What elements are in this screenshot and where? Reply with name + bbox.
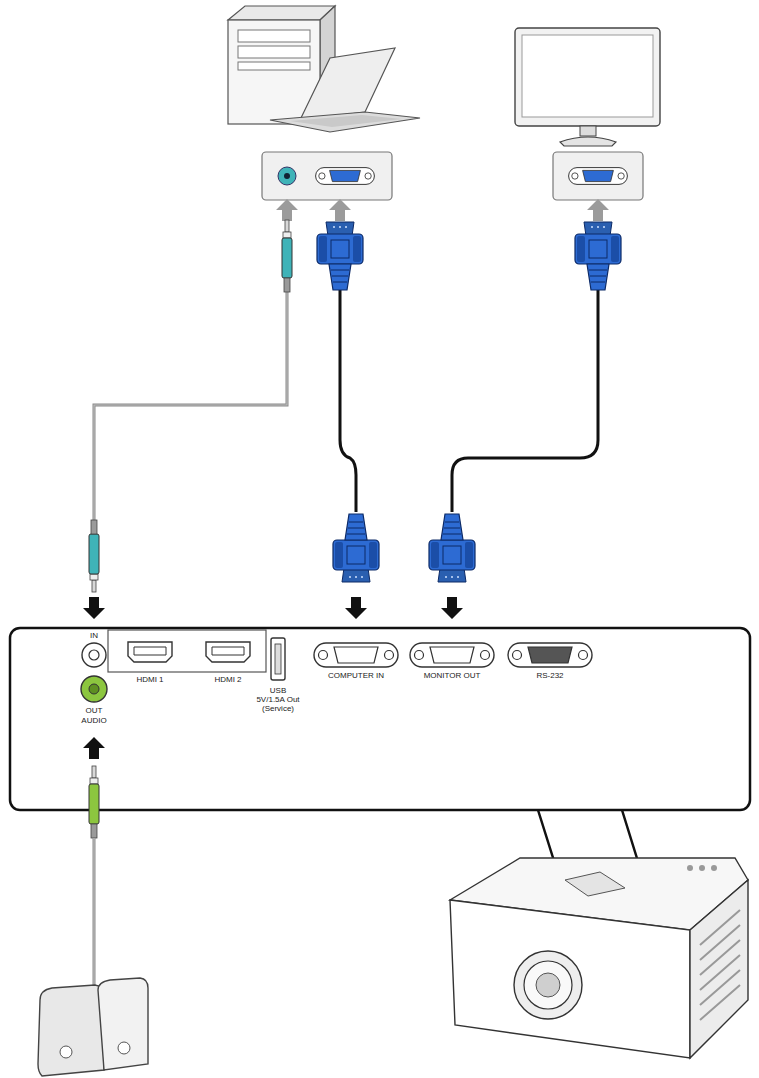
- port-label: MONITOR OUT: [424, 671, 481, 680]
- port-label: COMPUTER IN: [328, 671, 384, 680]
- port-label: USB 5V/1.5A Out (Service): [255, 686, 301, 713]
- port-label: HDMI 2: [214, 675, 241, 684]
- port-label: IN: [90, 631, 98, 640]
- port-label: RS-232: [536, 671, 563, 680]
- port-label: HDMI 1: [136, 675, 163, 684]
- port-label: AUDIO: [81, 716, 106, 725]
- port-label: OUT: [86, 706, 103, 715]
